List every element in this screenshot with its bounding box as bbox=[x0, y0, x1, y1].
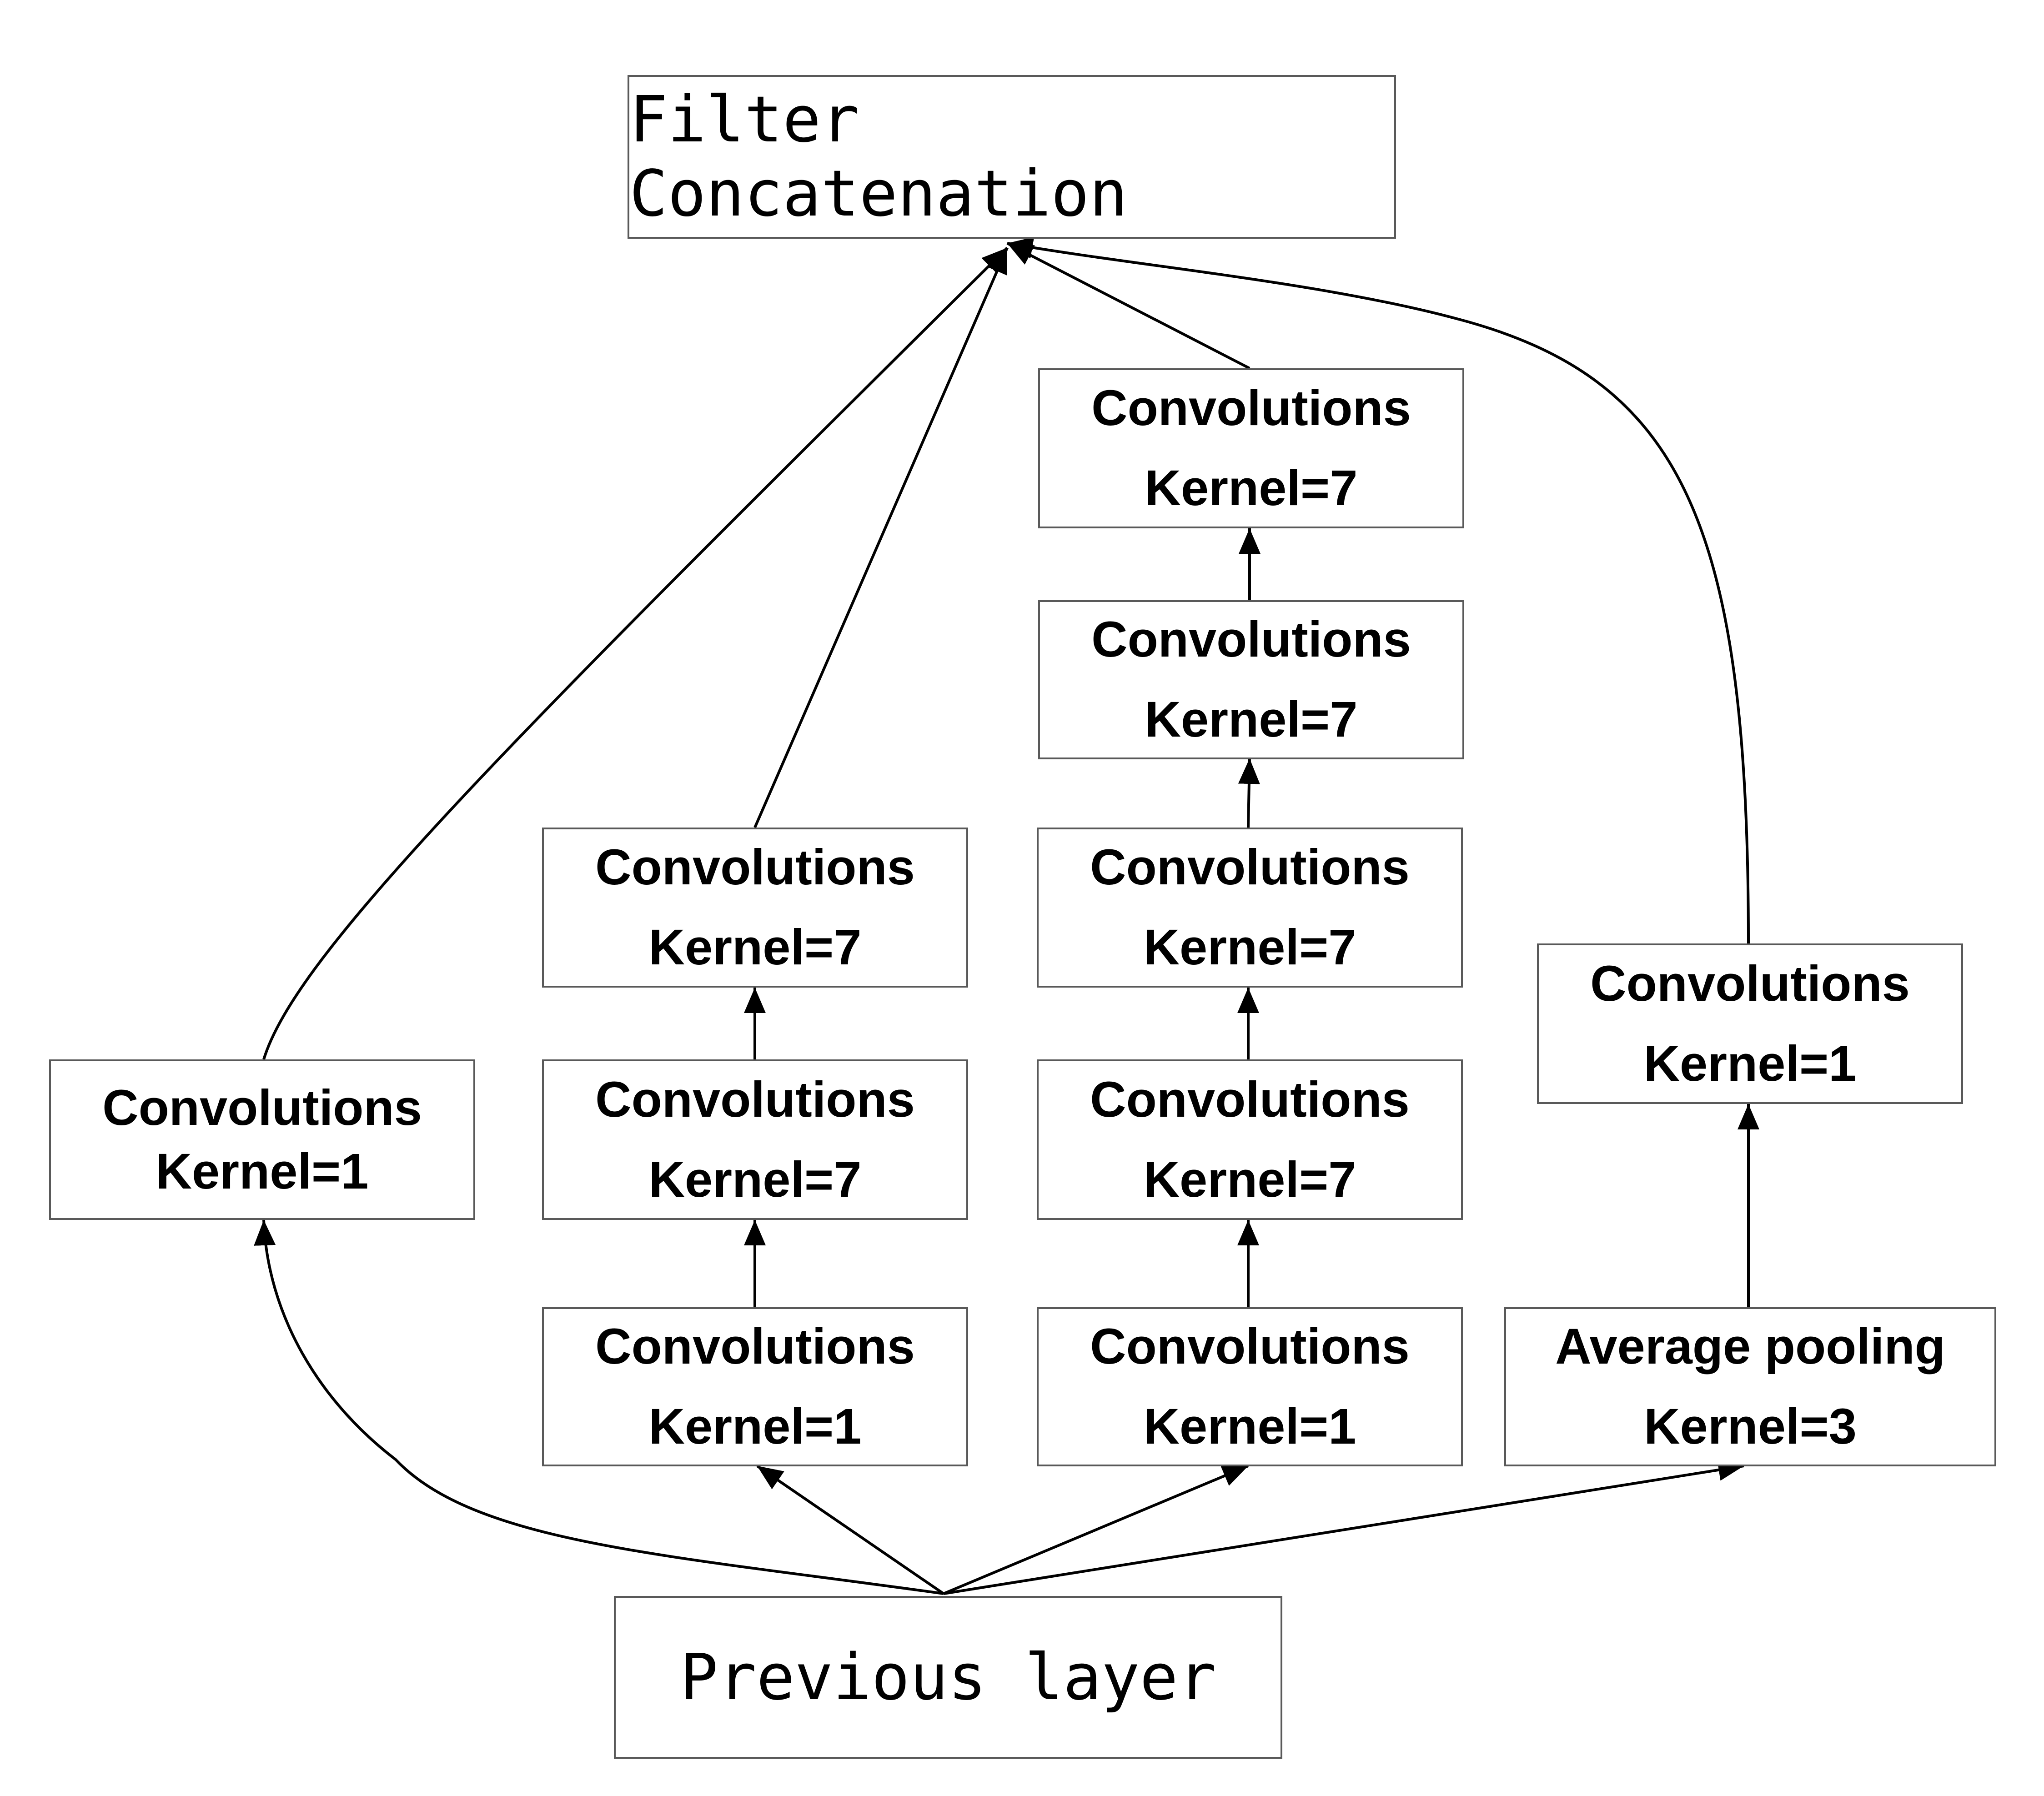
node-kernel: Kernel=7 bbox=[1143, 919, 1356, 975]
node-title: Convolutions bbox=[1090, 1319, 1410, 1375]
branch3-conv-kernel7-3-box: Convolutions Kernel=7 bbox=[1038, 600, 1464, 759]
node-kernel: Kernel=1 bbox=[156, 1143, 369, 1199]
node-title: Convolutions bbox=[1090, 839, 1410, 895]
edge-b3-k7b-to-k7c bbox=[1238, 758, 1260, 828]
node-title: Convolutions bbox=[102, 1079, 422, 1136]
node-title: Convolutions bbox=[1091, 612, 1411, 667]
node-title: Convolutions bbox=[595, 1319, 915, 1375]
node-title: Convolutions bbox=[595, 1071, 915, 1128]
node-title: Convolutions bbox=[1091, 380, 1411, 436]
node-kernel: Kernel=7 bbox=[648, 1151, 862, 1208]
edge-previous-to-branch4 bbox=[943, 1459, 1744, 1595]
previous-layer-box: Previous layer bbox=[614, 1596, 1282, 1759]
node-title: Convolutions bbox=[1090, 1071, 1410, 1128]
node-title: Average pooling bbox=[1555, 1319, 1945, 1375]
node-kernel: Kernel=1 bbox=[1643, 1035, 1857, 1092]
node-kernel: Kernel=7 bbox=[1145, 460, 1358, 516]
filter-concatenation-box: Filter Concatenation bbox=[628, 75, 1396, 239]
branch4-average-pooling-box: Average pooling Kernel=3 bbox=[1504, 1307, 1996, 1466]
previous-layer-label: Previous layer bbox=[679, 1640, 1217, 1715]
edge-previous-to-branch2 bbox=[756, 1465, 944, 1595]
edge-previous-to-branch3 bbox=[943, 1465, 1249, 1595]
branch3-conv-kernel7-2-box: Convolutions Kernel=7 bbox=[1037, 828, 1463, 988]
branch3-conv-kernel7-1-box: Convolutions Kernel=7 bbox=[1037, 1059, 1463, 1220]
edge-branch2-to-concat bbox=[753, 247, 1009, 828]
branch3-conv-kernel7-4-box: Convolutions Kernel=7 bbox=[1038, 368, 1464, 528]
node-kernel: Kernel=1 bbox=[1143, 1399, 1356, 1455]
node-kernel: Kernel=3 bbox=[1644, 1399, 1857, 1455]
branch2-conv-kernel7-bottom-box: Convolutions Kernel=7 bbox=[542, 1059, 968, 1220]
branch4-conv-kernel1-box: Convolutions Kernel=1 bbox=[1537, 943, 1963, 1104]
branch1-conv-kernel1-box: Convolutions Kernel=1 bbox=[49, 1059, 475, 1220]
edge-branch1-to-concat bbox=[262, 246, 1009, 1060]
edge-previous-to-branch1 bbox=[254, 1219, 944, 1595]
edge-branch4-to-concat bbox=[1007, 237, 1750, 944]
node-title: Convolutions bbox=[595, 839, 915, 895]
filter-concatenation-label: Filter Concatenation bbox=[629, 83, 1128, 231]
node-title: Convolutions bbox=[1590, 955, 1910, 1012]
node-kernel: Kernel=7 bbox=[648, 919, 862, 975]
node-kernel: Kernel=1 bbox=[648, 1399, 862, 1455]
node-kernel: Kernel=7 bbox=[1143, 1151, 1356, 1208]
node-kernel: Kernel=7 bbox=[1145, 692, 1358, 747]
edge-branch3-to-concat bbox=[1006, 242, 1251, 370]
branch2-conv-kernel7-top-box: Convolutions Kernel=7 bbox=[542, 828, 968, 988]
branch2-conv-kernel1-box: Convolutions Kernel=1 bbox=[542, 1307, 968, 1466]
branch3-conv-kernel1-box: Convolutions Kernel=1 bbox=[1037, 1307, 1463, 1466]
